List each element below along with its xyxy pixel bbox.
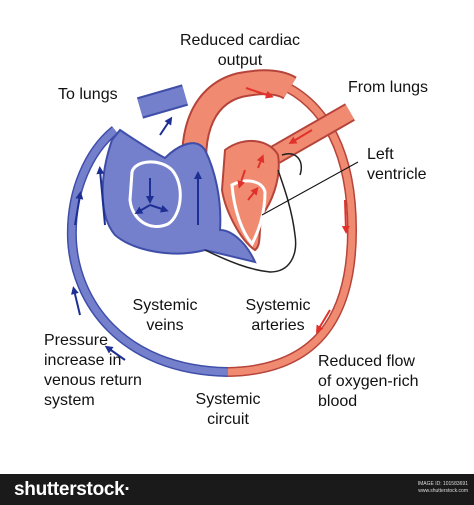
systemic-veins-label: Systemic veins <box>132 297 198 334</box>
venous-arrow-3 <box>104 345 126 361</box>
to-lungs-label: To lungs <box>58 86 118 103</box>
arterial-arrow-2 <box>341 199 350 234</box>
systemic-circuit-label: Systemic circuit <box>195 391 261 428</box>
left-ventricle-pointer <box>261 161 359 216</box>
heart-arrow-6 <box>159 116 173 136</box>
lv-arrow-2 <box>256 154 265 169</box>
lv-arrow-3 <box>247 186 259 201</box>
venous-arrow-1 <box>71 286 81 316</box>
heart-arrow-4 <box>134 204 151 215</box>
right-atrium <box>128 160 182 228</box>
arterial-arrow-3 <box>315 309 331 334</box>
site-url: www.shutterstock.com <box>418 488 468 494</box>
image-meta: IMAGE ID: 101583691 www.shutterstock.com <box>418 481 468 495</box>
circulation-diagram <box>66 69 359 377</box>
reduced-output-label: Reduced cardiac output <box>179 32 301 69</box>
brand-logo: shutterstock· <box>14 479 131 500</box>
systemic-arteries-label: Systemic arteries <box>245 297 311 334</box>
left-ventricle-label: Left ventricle <box>367 146 427 183</box>
heart-arrow-1 <box>96 166 106 226</box>
lv-arrow-1 <box>237 169 246 189</box>
from-lungs-label: From lungs <box>348 79 429 96</box>
heart-outline <box>204 169 297 273</box>
heart-arrow-3 <box>149 204 169 213</box>
left-ventricle <box>230 179 267 247</box>
arterial-arrow-4 <box>288 129 313 145</box>
footer-bar: shutterstock· IMAGE ID: 101583691 www.sh… <box>0 474 474 505</box>
pressure-increase-label: Pressure increase in venous return syste… <box>44 332 142 409</box>
arterial-arrow-1 <box>245 87 274 99</box>
venous-arrow-2 <box>74 191 84 226</box>
image-id: IMAGE ID: 101583691 <box>417 481 468 487</box>
reduced-flow-label: Reduced flow of oxygen-rich blood <box>318 353 419 410</box>
